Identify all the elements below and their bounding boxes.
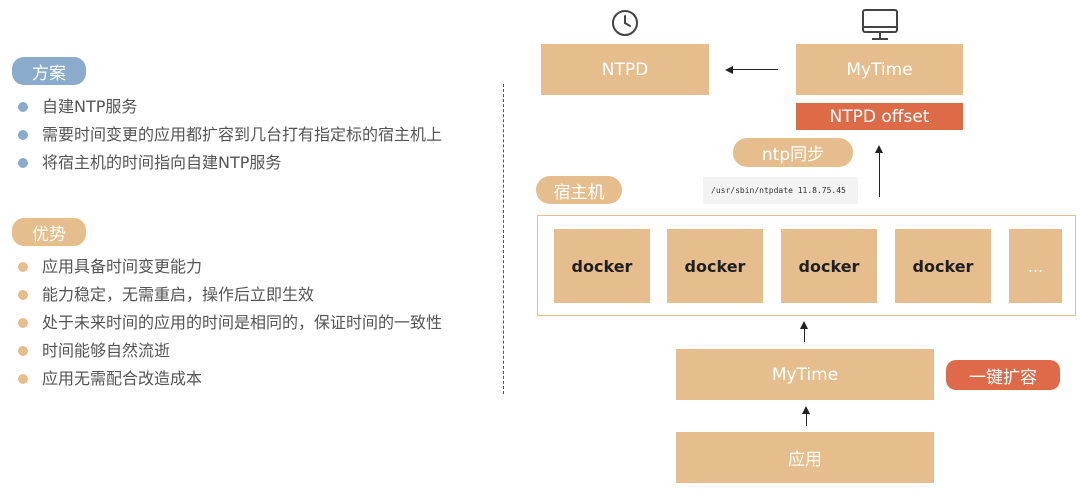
arrow-line-up-host: [804, 328, 805, 342]
more-box: ...: [1009, 229, 1062, 303]
host-tag: 宿主机: [536, 176, 622, 204]
plan-list: 自建NTP服务 需要时间变更的应用都扩容到几台打有指定标的宿主机上 将宿主机的时…: [18, 93, 442, 177]
docker-box: docker: [554, 229, 650, 303]
list-item: 处于未来时间的应用的时间是相同的，保证时间的一致性: [18, 309, 442, 337]
list-item: 自建NTP服务: [18, 93, 442, 121]
scale-badge: 一键扩容: [946, 360, 1060, 390]
arrow-line-left: [732, 69, 778, 70]
arrow-head-up-host: [800, 321, 808, 329]
tag-plan: 方案: [12, 57, 86, 85]
docker-box: docker: [667, 229, 763, 303]
arrow-line-up-sync: [879, 152, 880, 197]
list-item: 应用无需配合改造成本: [18, 365, 442, 393]
monitor-icon: [862, 9, 898, 40]
advantage-list: 应用具备时间变更能力 能力稳定，无需重启，操作后立即生效 处于未来时间的应用的时…: [18, 253, 442, 393]
ntpd-offset-box: NTPD offset: [796, 103, 963, 130]
bullet-dot: [18, 290, 28, 300]
bullet-dot: [18, 102, 28, 112]
arrow-head-left: [725, 66, 733, 74]
clock-icon: [612, 10, 638, 36]
docker-box: docker: [895, 229, 991, 303]
command-snippet: /usr/sbin/ntpdate 11.8.75.45: [703, 177, 858, 204]
app-box: 应用: [676, 432, 934, 483]
ntpd-box: NTPD: [541, 44, 709, 95]
bullet-dot: [18, 262, 28, 272]
bullet-dot: [18, 346, 28, 356]
ntp-sync-tag: ntp同步: [733, 138, 853, 167]
bullet-dot: [18, 130, 28, 140]
docker-box: docker: [781, 229, 877, 303]
arrow-line-up-app: [806, 413, 807, 426]
host-container: [537, 215, 1076, 316]
tag-advantage: 优势: [12, 218, 86, 246]
dashed-divider: [503, 84, 504, 394]
mytime-bottom-box: MyTime: [676, 349, 934, 400]
list-item: 将宿主机的时间指向自建NTP服务: [18, 149, 442, 177]
bullet-dot: [18, 318, 28, 328]
bullet-dot: [18, 374, 28, 384]
list-item: 能力稳定，无需重启，操作后立即生效: [18, 281, 442, 309]
arrow-head-up-sync: [875, 145, 883, 153]
arrow-head-up-app: [802, 406, 810, 414]
mytime-top-box: MyTime: [796, 44, 963, 95]
bullet-dot: [18, 158, 28, 168]
list-item: 应用具备时间变更能力: [18, 253, 442, 281]
list-item: 需要时间变更的应用都扩容到几台打有指定标的宿主机上: [18, 121, 442, 149]
list-item: 时间能够自然流逝: [18, 337, 442, 365]
